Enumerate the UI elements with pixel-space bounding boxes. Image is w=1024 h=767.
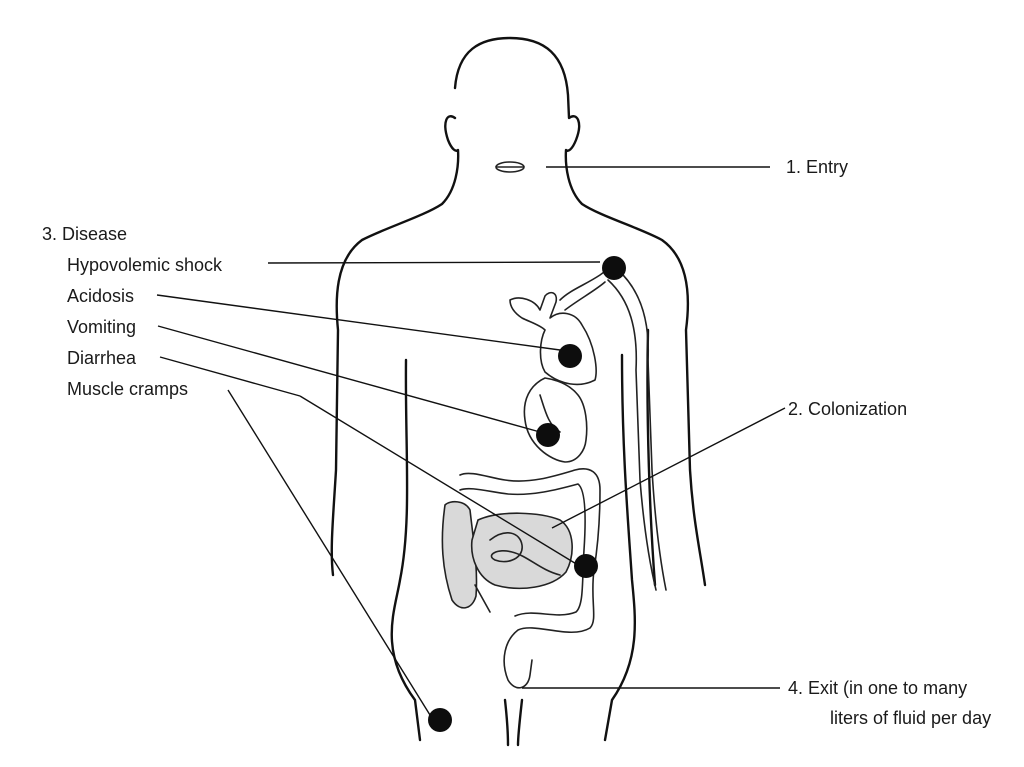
marker-muscle-cramps — [428, 708, 452, 732]
label-disease: 3. Disease — [42, 224, 127, 244]
label-entry: 1. Entry — [786, 157, 848, 177]
site-markers — [428, 256, 626, 732]
label-muscle-cramps: Muscle cramps — [67, 379, 188, 399]
mouth-icon — [495, 161, 525, 173]
body-outline — [330, 36, 707, 747]
label-hypovolemic-shock: Hypovolemic shock — [67, 255, 223, 275]
heart-icon — [509, 291, 597, 386]
marker-shock — [602, 256, 626, 280]
label-vomiting: Vomiting — [67, 317, 136, 337]
label-colonization: 2. Colonization — [788, 399, 907, 419]
label-exit-line1: 4. Exit (in one to many — [788, 678, 967, 698]
organs — [441, 261, 667, 689]
marker-diarrhea — [574, 554, 598, 578]
label-diarrhea: Diarrhea — [67, 348, 137, 368]
marker-vomiting — [536, 423, 560, 447]
label-acidosis: Acidosis — [67, 286, 134, 306]
labels: 1. Entry 2. Colonization 3. Disease Hypo… — [42, 157, 991, 728]
stomach-icon — [523, 377, 588, 463]
leader-lines — [156, 166, 786, 716]
marker-acidosis — [558, 344, 582, 368]
label-exit-line2: liters of fluid per day — [830, 708, 991, 728]
